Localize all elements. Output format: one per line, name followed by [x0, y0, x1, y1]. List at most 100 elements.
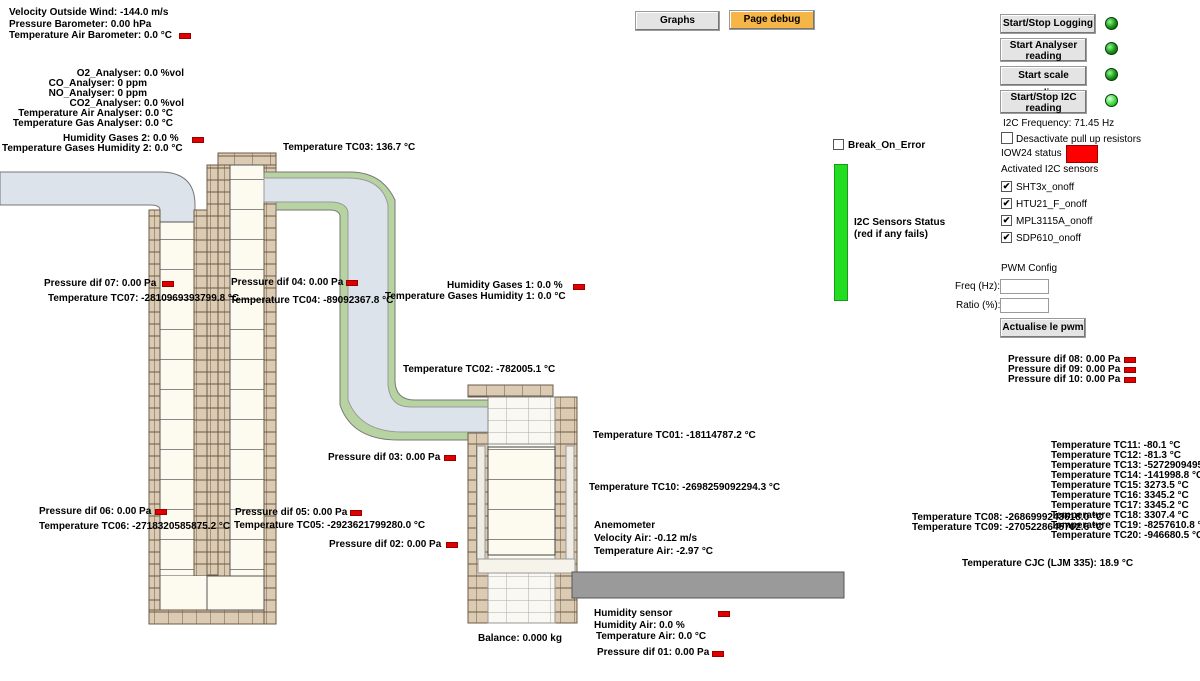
check-icon: ✔ — [1002, 232, 1011, 242]
pressure-dif-09-readout: Pressure dif 09: 0.00 Pa — [1008, 364, 1121, 375]
indicator-flag-icon — [155, 509, 167, 515]
deactivate-pullup-checkbox[interactable] — [1001, 132, 1013, 144]
tc05-readout: Temperature TC05: -2923621799280.0 °C — [234, 520, 426, 531]
pressure-dif-06-readout: Pressure dif 06: 0.00 Pa — [39, 506, 152, 517]
freq-label: Freq (Hz): — [955, 281, 1000, 292]
iow24-status-label: IOW24 status — [1001, 148, 1062, 159]
furnace — [467, 384, 578, 624]
i2c-frequency-readout: I2C Frequency: 71.45 Hz — [1003, 118, 1115, 129]
tc17-readout: Temperature TC17: 3345.2 °C — [1051, 500, 1189, 511]
pressure-dif-03-readout: Pressure dif 03: 0.00 Pa — [328, 452, 441, 463]
pressure-dif-02-readout: Pressure dif 02: 0.00 Pa — [329, 539, 442, 550]
velocity-wind-readout: Velocity Outside Wind: -144.0 m/s — [9, 7, 169, 18]
start-stop-logging-button[interactable]: Start/Stop Logging — [1000, 14, 1096, 34]
outlet-pipe — [571, 571, 845, 599]
temp-gases-humidity-2-readout: Temperature Gases Humidity 2: 0.0 °C — [2, 143, 183, 154]
ratio-label: Ratio (%): — [956, 300, 1001, 311]
scale-led-icon — [1105, 68, 1118, 81]
actualise-pwm-button[interactable]: Actualise le pwm — [1000, 318, 1086, 338]
start-analyser-button[interactable]: Start Analyser reading — [1000, 38, 1087, 62]
freq-input[interactable] — [1000, 279, 1049, 294]
pressure-dif-07-readout: Pressure dif 07: 0.00 Pa — [44, 278, 157, 289]
chimney-right — [206, 152, 277, 625]
tc18-readout: Temperature TC18: 3307.4 °C — [1051, 510, 1189, 521]
indicator-flag-icon — [350, 510, 362, 516]
indicator-flag-icon — [179, 33, 191, 39]
break-on-error-label: Break_On_Error — [848, 140, 926, 151]
check-icon: ✔ — [1002, 198, 1011, 208]
activated-i2c-label: Activated I2C sensors — [1001, 164, 1099, 175]
pressure-dif-05-readout: Pressure dif 05: 0.00 Pa — [235, 507, 348, 518]
tc08-readout: Temperature TC08: -2686999243618.0 °C — [912, 512, 1104, 523]
tc02-readout: Temperature TC02: -782005.1 °C — [403, 364, 556, 375]
temp-air-analyser-readout: Temperature Air Analyser: 0.0 °C — [18, 108, 173, 119]
indicator-flag-icon — [192, 137, 204, 143]
humidity-sensor-temp-readout: Temperature Air: 0.0 °C — [596, 631, 707, 642]
start-scale-button[interactable]: Start scale reading — [1000, 66, 1087, 99]
indicator-flag-icon — [712, 651, 724, 657]
logging-led-icon — [1105, 17, 1118, 30]
tc07-readout: Temperature TC07: -2810969393799.8 °C — [48, 293, 240, 304]
tc20-readout: Temperature TC20: -946680.5 °C — [1051, 530, 1200, 541]
pressure-dif-01-readout: Pressure dif 01: 0.00 Pa — [597, 647, 710, 658]
humidity-sensor-title: Humidity sensor — [594, 608, 673, 619]
pressure-dif-04-readout: Pressure dif 04: 0.00 Pa — [231, 277, 344, 288]
sensor-checkbox[interactable]: ✔ — [1001, 215, 1012, 226]
sensor-checkbox[interactable]: ✔ — [1001, 181, 1012, 192]
co2-analyser-readout: CO2_Analyser: 0.0 %vol — [69, 98, 185, 109]
start-stop-i2c-button[interactable]: Start/Stop I2C reading — [1000, 90, 1087, 114]
pressure-dif-08-readout: Pressure dif 08: 0.00 Pa — [1008, 354, 1121, 365]
inlet-duct — [0, 171, 196, 223]
anemometer-title: Anemometer — [594, 520, 656, 531]
tc13-readout: Temperature TC13: -52729094957 — [1051, 460, 1200, 471]
i2c-led-icon — [1105, 94, 1118, 107]
co-analyser-readout: CO_Analyser: 0 ppm — [48, 78, 147, 89]
balance-readout: Balance: 0.000 kg — [478, 633, 562, 644]
indicator-flag-icon — [444, 455, 456, 461]
sensor-checkbox[interactable]: ✔ — [1001, 198, 1012, 209]
indicator-flag-icon — [718, 611, 730, 617]
ratio-input[interactable] — [1000, 298, 1049, 313]
temp-air-barometer-readout: Temperature Air Barometer: 0.0 °C — [9, 30, 172, 41]
o2-analyser-readout: O2_Analyser: 0.0 %vol — [76, 68, 184, 79]
sensor-label: HTU21_F_onoff — [1016, 199, 1087, 210]
anemometer-temp-readout: Temperature Air: -2.97 °C — [594, 546, 714, 557]
indicator-flag-icon — [573, 284, 585, 290]
connecting-duct — [263, 171, 496, 441]
deactivate-pullup-label: Desactivate pull up resistors — [1016, 134, 1142, 145]
i2c-status-sublabel: (red if any fails) — [854, 229, 928, 240]
indicator-flag-icon — [1124, 357, 1136, 363]
tc16-readout: Temperature TC16: 3345.2 °C — [1051, 490, 1189, 501]
tc01-readout: Temperature TC01: -18114787.2 °C — [593, 430, 756, 441]
i2c-status-bar — [834, 164, 848, 301]
i2c-status-label: I2C Sensors Status — [854, 217, 946, 228]
pressure-dif-10-readout: Pressure dif 10: 0.00 Pa — [1008, 374, 1121, 385]
check-icon: ✔ — [1002, 215, 1011, 225]
tc11-readout: Temperature TC11: -80.1 °C — [1051, 440, 1181, 451]
sensor-checkbox[interactable]: ✔ — [1001, 232, 1012, 243]
pressure-barometer-readout: Pressure Barometer: 0.00 hPa — [9, 19, 152, 30]
indicator-flag-icon — [162, 281, 174, 287]
page-debug-button[interactable]: Page debug — [729, 10, 815, 30]
humidity-gases-2-readout: Humidity Gases 2: 0.0 % — [63, 133, 179, 144]
humidity-gases-1-readout: Humidity Gases 1: 0.0 % — [447, 280, 563, 291]
tc04-readout: Temperature TC04: -89092367.8 °C — [230, 295, 394, 306]
cjc-readout: Temperature CJC (LJM 335): 18.9 °C — [962, 558, 1134, 569]
iow24-status-indicator — [1066, 145, 1098, 163]
check-icon: ✔ — [1002, 181, 1011, 191]
tc15-readout: Temperature TC15: 3273.5 °C — [1051, 480, 1189, 491]
humidity-air-readout: Humidity Air: 0.0 % — [594, 620, 685, 631]
tc06-readout: Temperature TC06: -2718320585875.2 °C — [39, 521, 231, 532]
analyser-led-icon — [1105, 42, 1118, 55]
chimney-left — [148, 164, 277, 625]
tc10-readout: Temperature TC10: -2698259092294.3 °C — [589, 482, 781, 493]
tc12-readout: Temperature TC12: -81.3 °C — [1051, 450, 1181, 461]
tc19-readout: Temperature TC19: -8257610.8 °C — [1051, 520, 1200, 531]
indicator-flag-icon — [1124, 377, 1136, 383]
indicator-flag-icon — [446, 542, 458, 548]
graphs-button[interactable]: Graphs — [635, 11, 720, 31]
sensor-label: SDP610_onoff — [1016, 233, 1081, 244]
break-on-error-checkbox[interactable] — [833, 139, 844, 150]
anemometer-velocity-readout: Velocity Air: -0.12 m/s — [594, 533, 698, 544]
